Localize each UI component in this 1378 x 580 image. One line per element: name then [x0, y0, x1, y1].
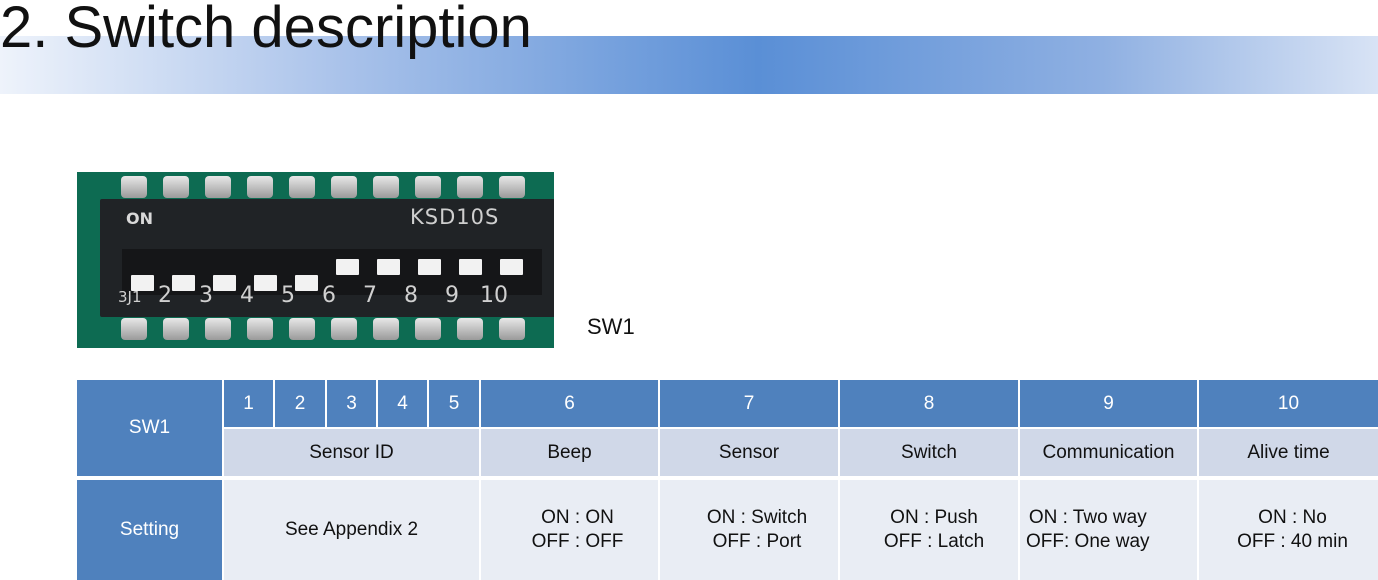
switch-number-header: 10 — [1199, 380, 1378, 427]
switch-knob — [131, 275, 154, 291]
switch-body: ON KSD10S 3J1 2 3 4 5 6 7 8 9 10 — [100, 199, 554, 317]
switch-number: 6 — [322, 283, 336, 308]
function-label: Sensor ID — [224, 429, 479, 476]
setting-value: ON : Switch OFF : Port — [660, 480, 838, 580]
switch-number-header: 8 — [840, 380, 1018, 427]
pin — [205, 176, 231, 198]
switch-number-header: 3 — [327, 380, 376, 427]
pin — [121, 176, 147, 198]
switch-number: 4 — [240, 283, 254, 308]
photo-caption: SW1 — [587, 314, 635, 339]
switch-number-header: 4 — [378, 380, 427, 427]
pin-row-top — [117, 174, 547, 200]
pin — [163, 318, 189, 340]
switch-number: 3 — [199, 283, 213, 308]
sw1-row-header: SW1 — [77, 380, 222, 476]
pin — [457, 318, 483, 340]
setting-value: ON : No OFF : 40 min — [1199, 480, 1378, 580]
pin — [415, 318, 441, 340]
pin — [457, 176, 483, 198]
switch-number-header: 9 — [1020, 380, 1197, 427]
function-label: Beep — [481, 429, 658, 476]
switch-number: 8 — [404, 283, 418, 308]
switch-knob — [172, 275, 195, 291]
pin — [289, 176, 315, 198]
switch-number: 10 — [480, 283, 508, 308]
pin — [121, 318, 147, 340]
switch-track — [122, 249, 542, 295]
pin — [205, 318, 231, 340]
function-label: Switch — [840, 429, 1018, 476]
switch-number: 5 — [281, 283, 295, 308]
switch-number-header: 1 — [224, 380, 273, 427]
title-banner — [0, 36, 1378, 94]
switch-number-header: 2 — [275, 380, 325, 427]
pin — [289, 318, 315, 340]
setting-row-header: Setting — [77, 480, 222, 580]
function-label: Sensor — [660, 429, 838, 476]
pin — [331, 318, 357, 340]
switch-number: 9 — [445, 283, 459, 308]
setting-value: ON : Push OFF : Latch — [840, 480, 1018, 580]
pin — [331, 176, 357, 198]
switch-number-header: 7 — [660, 380, 838, 427]
switch-knob — [336, 259, 359, 275]
pin — [373, 318, 399, 340]
switch-number-header: 6 — [481, 380, 658, 427]
function-label: Communication — [1020, 429, 1197, 476]
switch-knob — [254, 275, 277, 291]
setting-value: ON : ON OFF : OFF — [481, 480, 658, 580]
switch-knob — [459, 259, 482, 275]
setting-value: See Appendix 2 — [224, 480, 479, 580]
switch-knob — [295, 275, 318, 291]
switch-knob — [500, 259, 523, 275]
pin — [499, 176, 525, 198]
pin — [163, 176, 189, 198]
pin-row-bottom — [117, 316, 547, 342]
pin — [499, 318, 525, 340]
function-label: Alive time — [1199, 429, 1378, 476]
dip-switch-photo: ON KSD10S 3J1 2 3 4 5 6 7 8 9 10 — [77, 172, 554, 348]
pin — [415, 176, 441, 198]
setting-value: ON : Two way OFF: One way — [1020, 480, 1197, 580]
switch-knob — [377, 259, 400, 275]
switch-knob — [418, 259, 441, 275]
switch-number: 3J1 — [118, 288, 142, 306]
pin — [247, 176, 273, 198]
pin — [247, 318, 273, 340]
switch-knob — [213, 275, 236, 291]
switch-number: 2 — [158, 283, 172, 308]
switch-number: 7 — [363, 283, 377, 308]
model-marking: KSD10S — [410, 205, 500, 229]
page-title: 2. Switch description — [0, 0, 532, 60]
on-marking: ON — [126, 209, 153, 228]
pin — [373, 176, 399, 198]
switch-number-header: 5 — [429, 380, 479, 427]
